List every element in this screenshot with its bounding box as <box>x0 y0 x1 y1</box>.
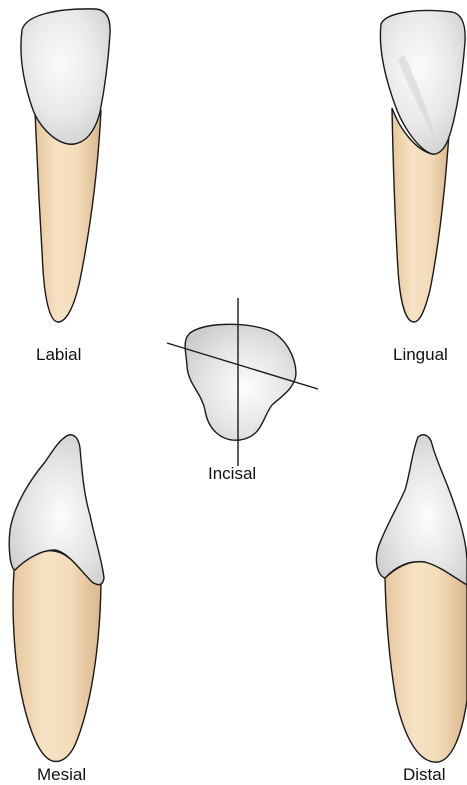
label-mesial: Mesial <box>37 765 86 784</box>
labial-crown <box>21 9 110 144</box>
label-lingual: Lingual <box>393 345 448 364</box>
labial-view <box>21 9 110 322</box>
lingual-view <box>380 11 465 323</box>
mesial-view <box>9 435 104 762</box>
label-labial: Labial <box>36 345 81 364</box>
distal-view <box>376 435 467 762</box>
mesial-root <box>13 551 101 762</box>
label-distal: Distal <box>403 765 446 784</box>
label-incisal: Incisal <box>208 464 256 483</box>
incisal-view <box>167 298 318 466</box>
incisal-outline <box>185 324 296 440</box>
distal-root <box>385 562 467 762</box>
